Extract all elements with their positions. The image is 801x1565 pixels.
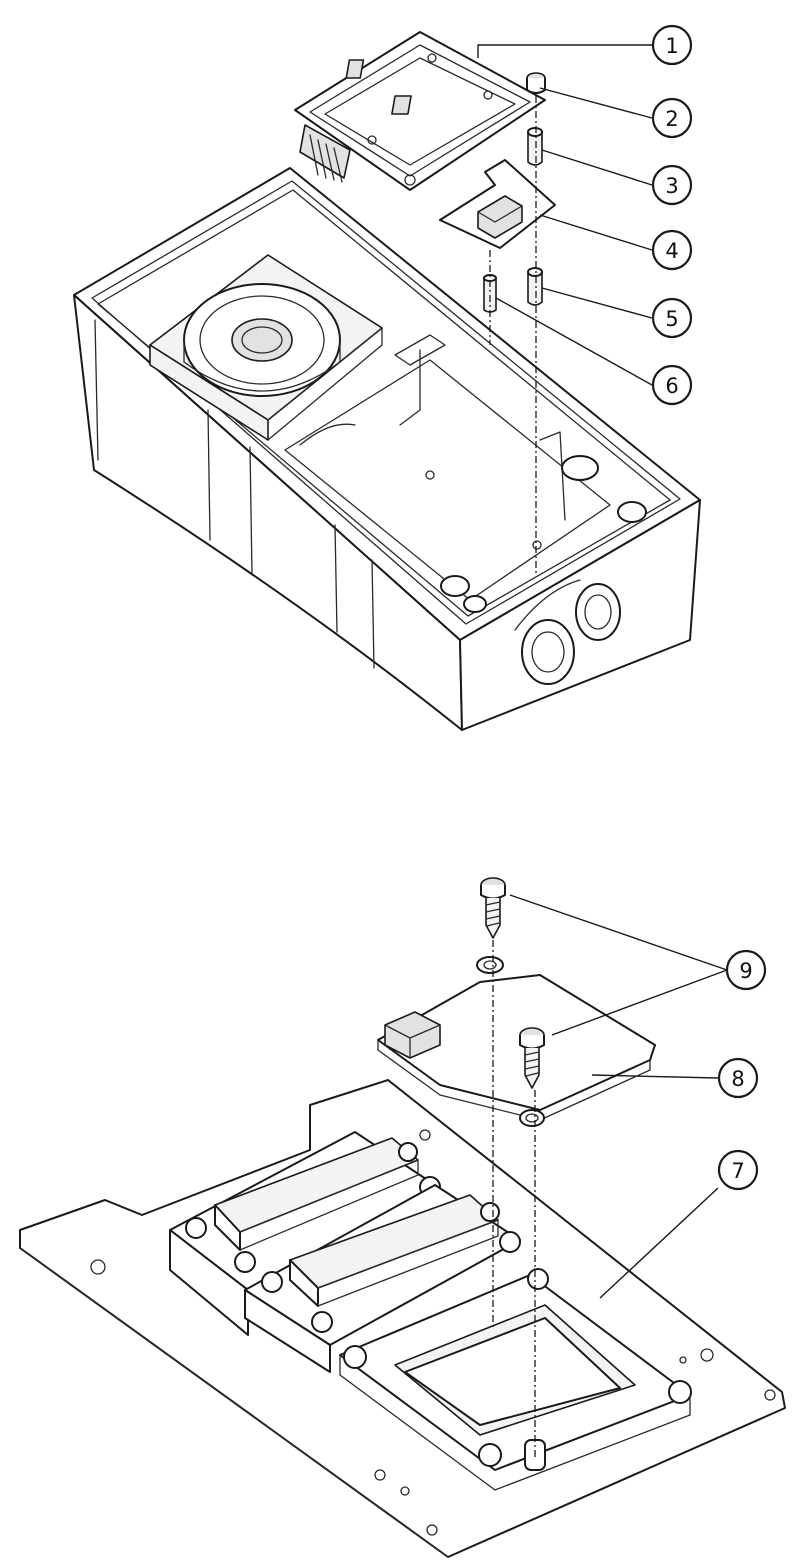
- standoff-upper: [527, 127, 543, 166]
- callout-1: 1: [651, 24, 693, 66]
- svg-text:6: 6: [665, 374, 678, 398]
- svg-text:7: 7: [731, 1159, 744, 1183]
- svg-text:2: 2: [665, 107, 678, 131]
- callout-7: 7: [717, 1149, 759, 1191]
- svg-text:9: 9: [739, 959, 752, 983]
- callout-5: 5: [651, 297, 693, 339]
- svg-text:8: 8: [731, 1067, 744, 1091]
- callout-3: 3: [651, 164, 693, 206]
- callout-6: 6: [651, 364, 693, 406]
- camera-frame: [339, 1268, 692, 1491]
- callout-8: 8: [717, 1057, 759, 1099]
- housing-box: [73, 167, 701, 731]
- small-board: [439, 159, 556, 249]
- callout-2: 2: [651, 97, 693, 139]
- circuit-board: [294, 31, 546, 191]
- button-module-2: [244, 1184, 521, 1373]
- svg-text:1: 1: [665, 34, 678, 58]
- standoff-lower: [527, 267, 543, 306]
- svg-text:4: 4: [665, 239, 678, 263]
- screw-small: [526, 72, 546, 94]
- svg-text:5: 5: [665, 307, 678, 331]
- cover-board: [377, 956, 656, 1127]
- leader-lines: [477, 44, 728, 1299]
- screw-9-lower: [519, 1027, 545, 1089]
- callout-9: 9: [725, 949, 767, 991]
- button-module-1: [169, 1131, 441, 1336]
- screw-9-upper: [480, 877, 506, 939]
- base-plate: [19, 1079, 786, 1558]
- callout-4: 4: [651, 229, 693, 271]
- svg-text:3: 3: [665, 174, 678, 198]
